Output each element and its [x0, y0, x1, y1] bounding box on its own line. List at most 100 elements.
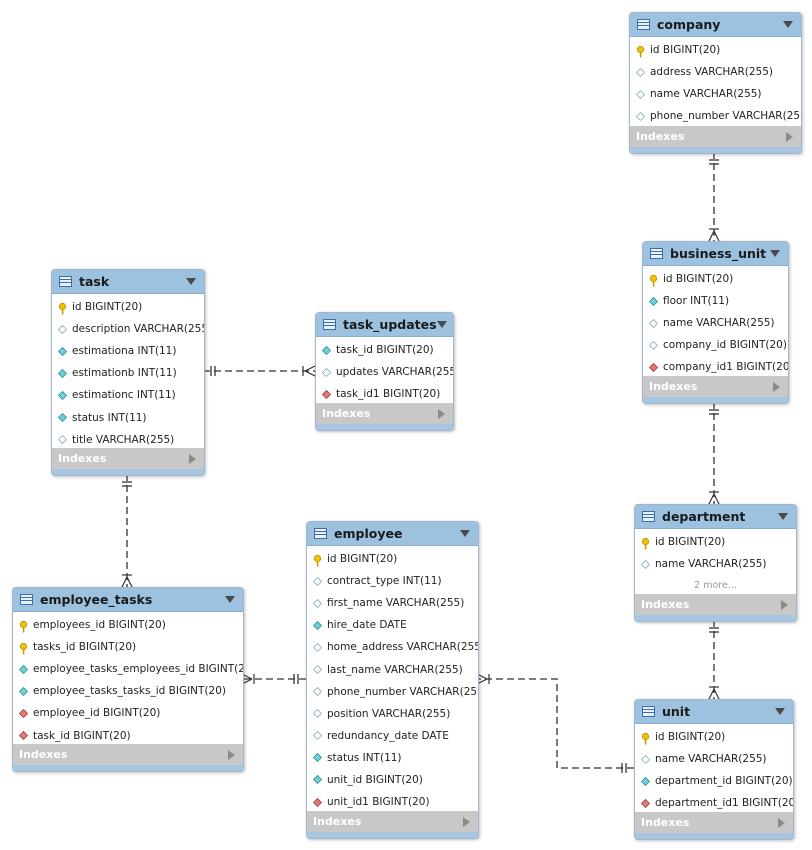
table-header[interactable]: department: [635, 505, 796, 529]
table-employee-tasks[interactable]: employee_tasks employees_id BIGINT(20) tas…: [12, 587, 244, 772]
column-row[interactable]: estimationb INT(11): [52, 362, 204, 384]
collapse-arrow-icon[interactable]: [775, 708, 785, 715]
table-header[interactable]: business_unit: [643, 242, 788, 266]
indexes-section[interactable]: Indexes: [52, 448, 204, 469]
column-row[interactable]: status INT(11): [52, 406, 204, 428]
expand-arrow-icon[interactable]: [781, 599, 788, 610]
nullable-column-icon: [313, 576, 322, 586]
expand-arrow-icon[interactable]: [228, 749, 235, 760]
table-header[interactable]: company: [630, 13, 801, 37]
indexes-section[interactable]: Indexes: [643, 376, 788, 397]
column-row[interactable]: id BIGINT(20): [307, 548, 478, 570]
column-row[interactable]: department_id BIGINT(20): [635, 770, 793, 792]
nullable-column-icon: [649, 318, 658, 328]
table-header[interactable]: employee_tasks: [13, 588, 243, 612]
indexes-section[interactable]: Indexes: [307, 811, 478, 832]
column-label: employees_id BIGINT(20): [33, 619, 166, 632]
column-row[interactable]: description VARCHAR(255): [52, 318, 204, 340]
column-row[interactable]: id BIGINT(20): [630, 39, 801, 61]
column-row[interactable]: name VARCHAR(255): [635, 748, 793, 770]
column-row[interactable]: last_name VARCHAR(255): [307, 658, 478, 680]
table-department[interactable]: department id BIGINT(20) name VARCHAR(255)…: [634, 504, 797, 622]
column-row[interactable]: task_id BIGINT(20): [13, 724, 243, 746]
expand-arrow-icon[interactable]: [773, 381, 780, 392]
column-label: name VARCHAR(255): [650, 88, 762, 101]
collapse-arrow-icon[interactable]: [186, 278, 196, 285]
column-label: home_address VARCHAR(255): [327, 641, 479, 654]
indexes-label: Indexes: [58, 452, 107, 465]
column-row[interactable]: estimationc INT(11): [52, 384, 204, 406]
column-list: employees_id BIGINT(20) tasks_id BIGINT(2…: [13, 612, 243, 748]
expand-arrow-icon[interactable]: [438, 408, 445, 419]
indexes-section[interactable]: Indexes: [635, 812, 793, 833]
column-row[interactable]: employee_id BIGINT(20): [13, 702, 243, 724]
column-row[interactable]: position VARCHAR(255): [307, 703, 478, 725]
column-row[interactable]: company_id BIGINT(20): [643, 334, 788, 356]
column-row[interactable]: floor INT(11): [643, 290, 788, 312]
column-row[interactable]: status INT(11): [307, 747, 478, 769]
collapse-arrow-icon[interactable]: [436, 321, 447, 328]
table-header[interactable]: task: [52, 270, 204, 294]
column-row[interactable]: hire_date DATE: [307, 614, 478, 636]
column-row[interactable]: home_address VARCHAR(255): [307, 636, 478, 658]
column-row[interactable]: id BIGINT(20): [635, 726, 793, 748]
column-row[interactable]: name VARCHAR(255): [635, 553, 796, 575]
column-row[interactable]: phone_number VARCHAR(255): [307, 681, 478, 703]
column-row[interactable]: phone_number VARCHAR(255): [630, 105, 801, 127]
column-row[interactable]: unit_id1 BIGINT(20): [307, 791, 478, 813]
table-header[interactable]: unit: [635, 700, 793, 724]
expand-arrow-icon[interactable]: [463, 816, 470, 827]
foreign-key-icon: [641, 798, 650, 808]
column-row[interactable]: first_name VARCHAR(255): [307, 592, 478, 614]
column-row[interactable]: updates VARCHAR(255): [316, 361, 453, 383]
nullable-column-icon: [636, 89, 645, 99]
collapse-arrow-icon[interactable]: [778, 513, 788, 520]
indexes-section[interactable]: Indexes: [13, 744, 243, 765]
column-row[interactable]: title VARCHAR(255): [52, 429, 204, 451]
column-row[interactable]: id BIGINT(20): [635, 531, 796, 553]
column-label: status INT(11): [327, 751, 402, 764]
column-row[interactable]: employee_tasks_employees_id BIGINT(20): [13, 658, 243, 680]
table-footer: [630, 147, 801, 153]
column-row[interactable]: contract_type INT(11): [307, 570, 478, 592]
nullable-column-icon: [58, 435, 67, 445]
indexes-section[interactable]: Indexes: [630, 126, 801, 147]
column-list: id BIGINT(20)name VARCHAR(255)department…: [635, 724, 793, 815]
column-row[interactable]: name VARCHAR(255): [643, 312, 788, 334]
nullable-column-icon: [641, 754, 650, 764]
table-header[interactable]: task_updates: [316, 313, 453, 337]
column-row[interactable]: employee_tasks_tasks_id BIGINT(20): [13, 680, 243, 702]
collapse-arrow-icon[interactable]: [770, 250, 780, 257]
expand-arrow-icon[interactable]: [778, 817, 785, 828]
column-row[interactable]: id BIGINT(20): [52, 296, 204, 318]
column-row[interactable]: redundancy_date DATE: [307, 725, 478, 747]
column-row[interactable]: estimationa INT(11): [52, 340, 204, 362]
expand-arrow-icon[interactable]: [786, 131, 793, 142]
indexes-section[interactable]: Indexes: [316, 403, 453, 424]
column-row[interactable]: employees_id BIGINT(20): [13, 614, 243, 636]
column-row[interactable]: name VARCHAR(255): [630, 83, 801, 105]
collapse-arrow-icon[interactable]: [225, 596, 235, 603]
expand-arrow-icon[interactable]: [189, 453, 196, 464]
table-header[interactable]: employee: [307, 522, 478, 546]
column-row[interactable]: task_id1 BIGINT(20): [316, 383, 453, 405]
column-row[interactable]: address VARCHAR(255): [630, 61, 801, 83]
column-row[interactable]: unit_id BIGINT(20): [307, 769, 478, 791]
column-row[interactable]: task_id BIGINT(20): [316, 339, 453, 361]
column-label: employee_id BIGINT(20): [33, 707, 161, 720]
collapse-arrow-icon[interactable]: [783, 21, 793, 28]
column-row[interactable]: company_id1 BIGINT(20): [643, 356, 788, 378]
indexes-section[interactable]: Indexes: [635, 594, 796, 615]
collapse-arrow-icon[interactable]: [460, 530, 470, 537]
column-label: id BIGINT(20): [655, 536, 726, 549]
column-row[interactable]: department_id1 BIGINT(20): [635, 792, 793, 814]
column-row[interactable]: tasks_id BIGINT(20): [13, 636, 243, 658]
more-columns-label[interactable]: 2 more...: [694, 580, 737, 592]
column-row[interactable]: id BIGINT(20): [643, 268, 788, 290]
